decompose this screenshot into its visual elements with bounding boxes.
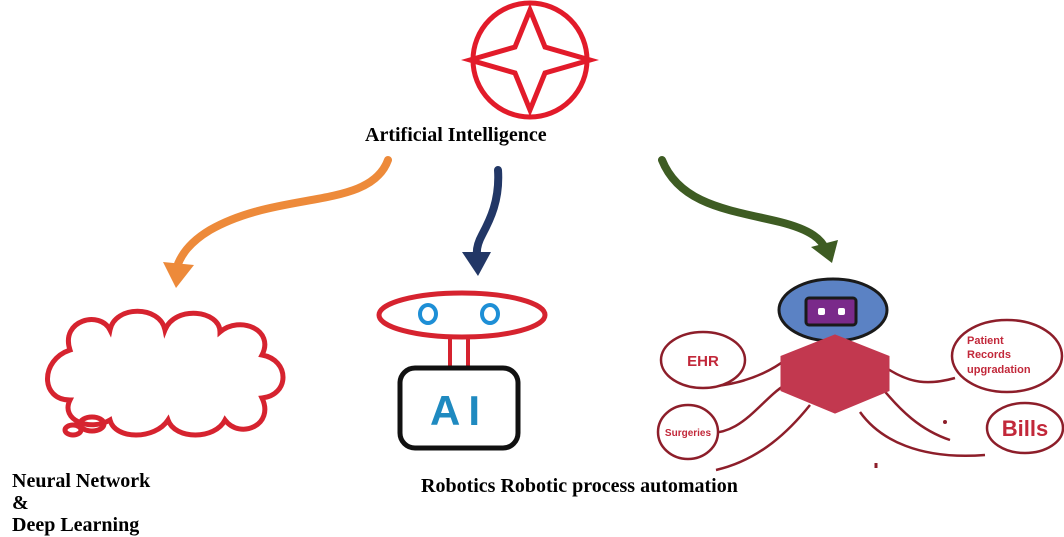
arrow-to-rpa [658,156,838,263]
neural-network-label-line-1: Neural Network [12,470,151,492]
arrow-to-neural-network [163,156,392,288]
rpa-label: Robotic process automation [500,475,738,497]
bubble-surgeries: Surgeries [656,403,720,461]
robot-right-eye [480,303,500,325]
robot-icon: AI [376,290,548,451]
bubble-patient-records: Patient Records upgradation [950,318,1064,394]
bubble-bills: Bills [985,401,1064,455]
root-label: Artificial Intelligence [365,124,547,146]
neural-network-label: Neural Network & Deep Learning [12,470,151,536]
robotics-label: Robotics [421,475,496,497]
svg-text:Records: Records [967,349,1011,361]
rpa-robot-icon: EHR Patient Records upgradation Surgerie… [656,277,1064,472]
robot-ai-text: AI [430,387,488,434]
robot-left-eye [418,303,438,325]
robotics-rpa-label: Robotics Robotic process automation [421,475,738,498]
svg-text:Patient: Patient [967,335,1004,347]
svg-text:upgradation: upgradation [967,364,1031,376]
neural-network-label-line-2: & [12,492,29,514]
bubble-ehr: EHR [659,330,747,390]
thought-cloud-icon [45,308,286,438]
ai-star-icon [460,0,600,120]
neural-network-label-line-3: Deep Learning [12,514,140,536]
svg-text:EHR: EHR [687,353,719,370]
svg-text:Bills: Bills [1002,416,1048,441]
arrow-to-robotics [462,166,503,276]
svg-text:Surgeries: Surgeries [665,428,712,439]
